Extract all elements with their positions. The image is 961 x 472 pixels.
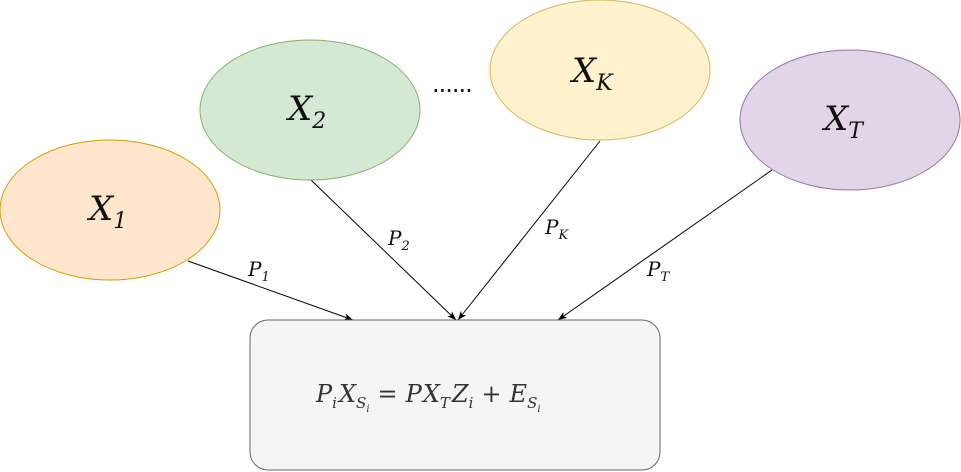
equation-text: PiXSi=PXTZi+ESi — [315, 380, 541, 415]
node-x2-label: X2 — [285, 89, 326, 134]
edge-pt: PT — [557, 169, 773, 321]
edge-label-p1: P1 — [247, 257, 270, 285]
edge-p1: P1 — [187, 257, 354, 321]
node-x2: X2 — [199, 39, 421, 181]
edge-label-p2: P2 — [387, 226, 410, 254]
node-xt: XT — [739, 49, 961, 191]
node-xk: XK — [489, 0, 711, 141]
node-xt-ellipse — [739, 49, 961, 191]
equation-box: PiXSi=PXTZi+ESi — [249, 319, 661, 471]
edge-label-pt: PT — [646, 257, 670, 285]
node-xk-label: XK — [569, 51, 614, 96]
node-x2-ellipse — [199, 39, 421, 181]
node-xt-label: XT — [821, 99, 865, 144]
node-x1-ellipse — [0, 139, 221, 281]
edge-label-pk: PK — [544, 215, 569, 243]
edge-pk: PK — [457, 140, 601, 321]
node-x1-label: X1 — [86, 189, 127, 234]
ellipsis-dots: ...... — [432, 70, 472, 98]
node-x1: X1 — [0, 139, 221, 281]
node-xk-ellipse — [489, 0, 711, 141]
edge-p2: P2 — [310, 179, 457, 321]
equation-box-rect — [249, 319, 661, 471]
